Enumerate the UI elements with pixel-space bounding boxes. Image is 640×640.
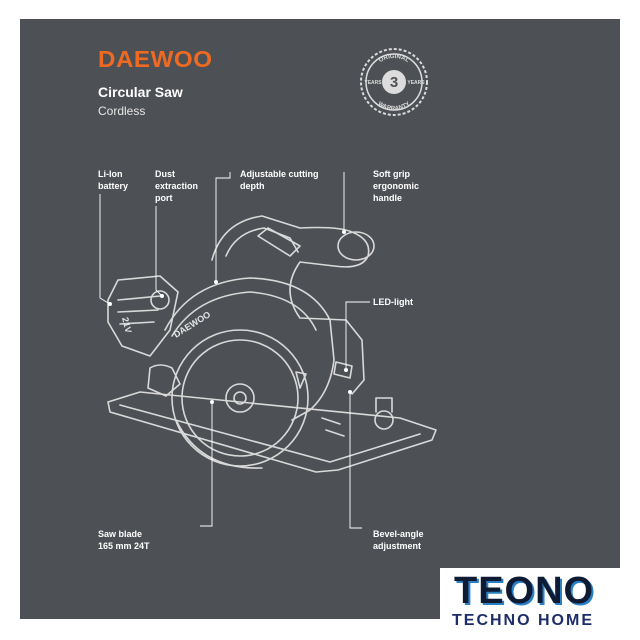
seal-top-text: ORIGINAL [378,54,410,64]
leader-dust [155,206,163,297]
product-title: Circular Saw [98,84,183,100]
watermark-word: TEONO [454,570,595,612]
leader-bevel [349,392,362,529]
warranty-seal-icon: ORIGINAL 3 YEARS YEARS WARRANTY [360,48,428,116]
seal-number: 3 [390,74,398,91]
seal-left-text: YEARS [364,80,382,86]
leader-depth [215,172,231,282]
saw-blade [171,329,309,467]
watermark-subtitle: TECHNO HOME [452,612,594,629]
blade-guard [164,277,335,421]
leader-battery [99,194,111,305]
handle [211,215,370,395]
battery-label-marking: 21V [120,316,134,334]
seal-right-text: YEARS [407,80,425,86]
leader-led [345,301,370,370]
brand-logo: DAEWOO [98,46,213,72]
seal-bottom-text: WARRANTY [377,101,412,112]
callout-led-light: LED-light [373,297,413,307]
base-plate [107,391,437,473]
product-subtitle: Cordless [98,104,146,118]
leader-blade [200,402,213,527]
battery [107,275,179,357]
watermark-badge [440,568,632,634]
